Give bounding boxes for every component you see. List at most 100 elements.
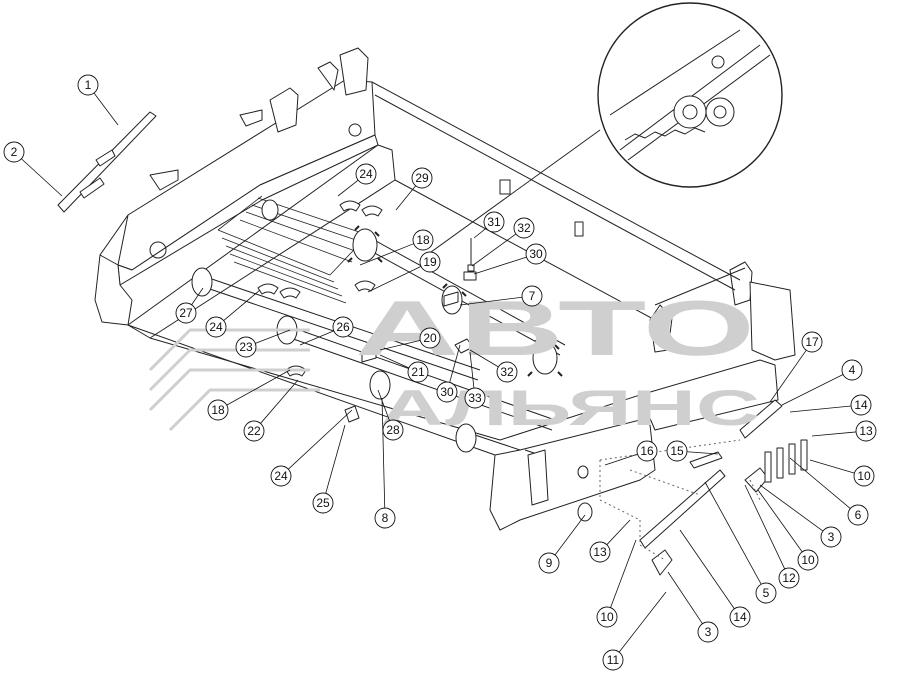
callout-23: 23 (235, 336, 257, 358)
callout-number: 23 (239, 340, 253, 354)
callout-circle (436, 381, 458, 403)
callout-circle (3, 141, 25, 163)
callout-number: 10 (857, 469, 871, 483)
callout-number: 18 (416, 233, 430, 247)
callout-16: 16 (636, 440, 658, 462)
leader-line (191, 287, 204, 305)
callout-24: 24 (205, 316, 227, 338)
leader-line (367, 265, 422, 293)
callout-circle (419, 327, 441, 349)
callout-number: 17 (805, 335, 819, 349)
callout-number: 2 (11, 145, 18, 159)
callout-circle (355, 163, 377, 185)
callout-13: 13 (855, 420, 877, 442)
callout-15: 15 (666, 440, 688, 462)
callout-32: 32 (513, 217, 535, 239)
callout-circle (77, 74, 99, 96)
callout-24: 24 (355, 163, 377, 185)
callout-number: 15 (670, 444, 684, 458)
callout-number: 24 (209, 320, 223, 334)
leader-line (379, 339, 421, 351)
callout-10: 10 (797, 549, 819, 571)
frame-left-wall (94, 47, 379, 326)
drive-shaft-parts (577, 399, 808, 576)
leader-line (288, 409, 353, 470)
callout-circle (636, 440, 658, 462)
callout-circle (270, 465, 292, 487)
leader-line (299, 330, 334, 346)
callout-number: 22 (247, 424, 261, 438)
callout-3: 3 (820, 526, 842, 548)
leader-line (379, 354, 410, 369)
callout-18: 18 (412, 229, 434, 251)
callout-circle (666, 440, 688, 462)
callout-circle (589, 541, 611, 563)
callout-number: 13 (859, 424, 873, 438)
detached-part-1 (57, 111, 157, 213)
leader-line (260, 379, 299, 424)
callout-28: 28 (382, 419, 404, 441)
callout-11: 11 (602, 649, 624, 671)
callout-circle (778, 567, 800, 589)
callout-31: 31 (483, 211, 505, 233)
callout-number: 3 (828, 530, 835, 544)
leader-line (606, 519, 631, 545)
leader-line (781, 374, 844, 406)
callout-number: 18 (211, 403, 225, 417)
callout-number: 3 (705, 625, 712, 639)
callout-14: 14 (850, 394, 872, 416)
leader-line (381, 397, 386, 509)
callout-30: 30 (436, 381, 458, 403)
leader-line (469, 349, 499, 368)
callout-number: 20 (423, 331, 437, 345)
callout-number: 33 (468, 391, 482, 405)
leader-line (789, 405, 852, 413)
callout-number: 19 (423, 255, 437, 269)
frame-rails (371, 81, 741, 441)
leader-line (226, 369, 291, 406)
callout-number: 30 (440, 385, 454, 399)
leader-line (686, 451, 719, 455)
callout-14: 14 (729, 606, 751, 628)
leader-line (759, 484, 824, 532)
callout-number: 10 (801, 553, 815, 567)
callout-circle (412, 229, 434, 251)
callout-circle (243, 420, 265, 442)
callout-circle (801, 331, 823, 353)
callout-number: 31 (487, 215, 501, 229)
callout-27: 27 (175, 302, 197, 324)
callout-6: 6 (847, 504, 869, 526)
leader-lines (21, 92, 857, 653)
callout-circle (697, 621, 719, 643)
callout-circle (374, 507, 396, 529)
callout-circle (521, 285, 543, 307)
leader-line (337, 179, 359, 197)
leader-line (769, 349, 807, 403)
leader-line (255, 329, 291, 344)
callout-29: 29 (411, 167, 433, 189)
leader-line (604, 453, 638, 466)
callout-number: 9 (546, 556, 553, 570)
callout-number: 4 (849, 363, 856, 377)
detail-view (419, 2, 783, 261)
callout-circle (847, 504, 869, 526)
callout-number: 14 (733, 610, 747, 624)
leader-line (473, 256, 527, 275)
callout-number: 24 (359, 167, 373, 181)
callout-circle (205, 316, 227, 338)
callout-number: 25 (316, 496, 330, 510)
leader-line (359, 243, 414, 266)
leader-line (471, 233, 517, 267)
callout-number: 12 (782, 571, 796, 585)
callout-circle (525, 243, 547, 265)
callout-8: 8 (374, 507, 396, 529)
leader-line (469, 351, 475, 389)
leader-line (667, 571, 703, 624)
leader-line (93, 92, 119, 126)
callout-12: 12 (778, 567, 800, 589)
leader-line (679, 529, 735, 609)
callout-2: 2 (3, 141, 25, 163)
callout-circle (602, 649, 624, 671)
callout-4: 4 (841, 359, 863, 381)
